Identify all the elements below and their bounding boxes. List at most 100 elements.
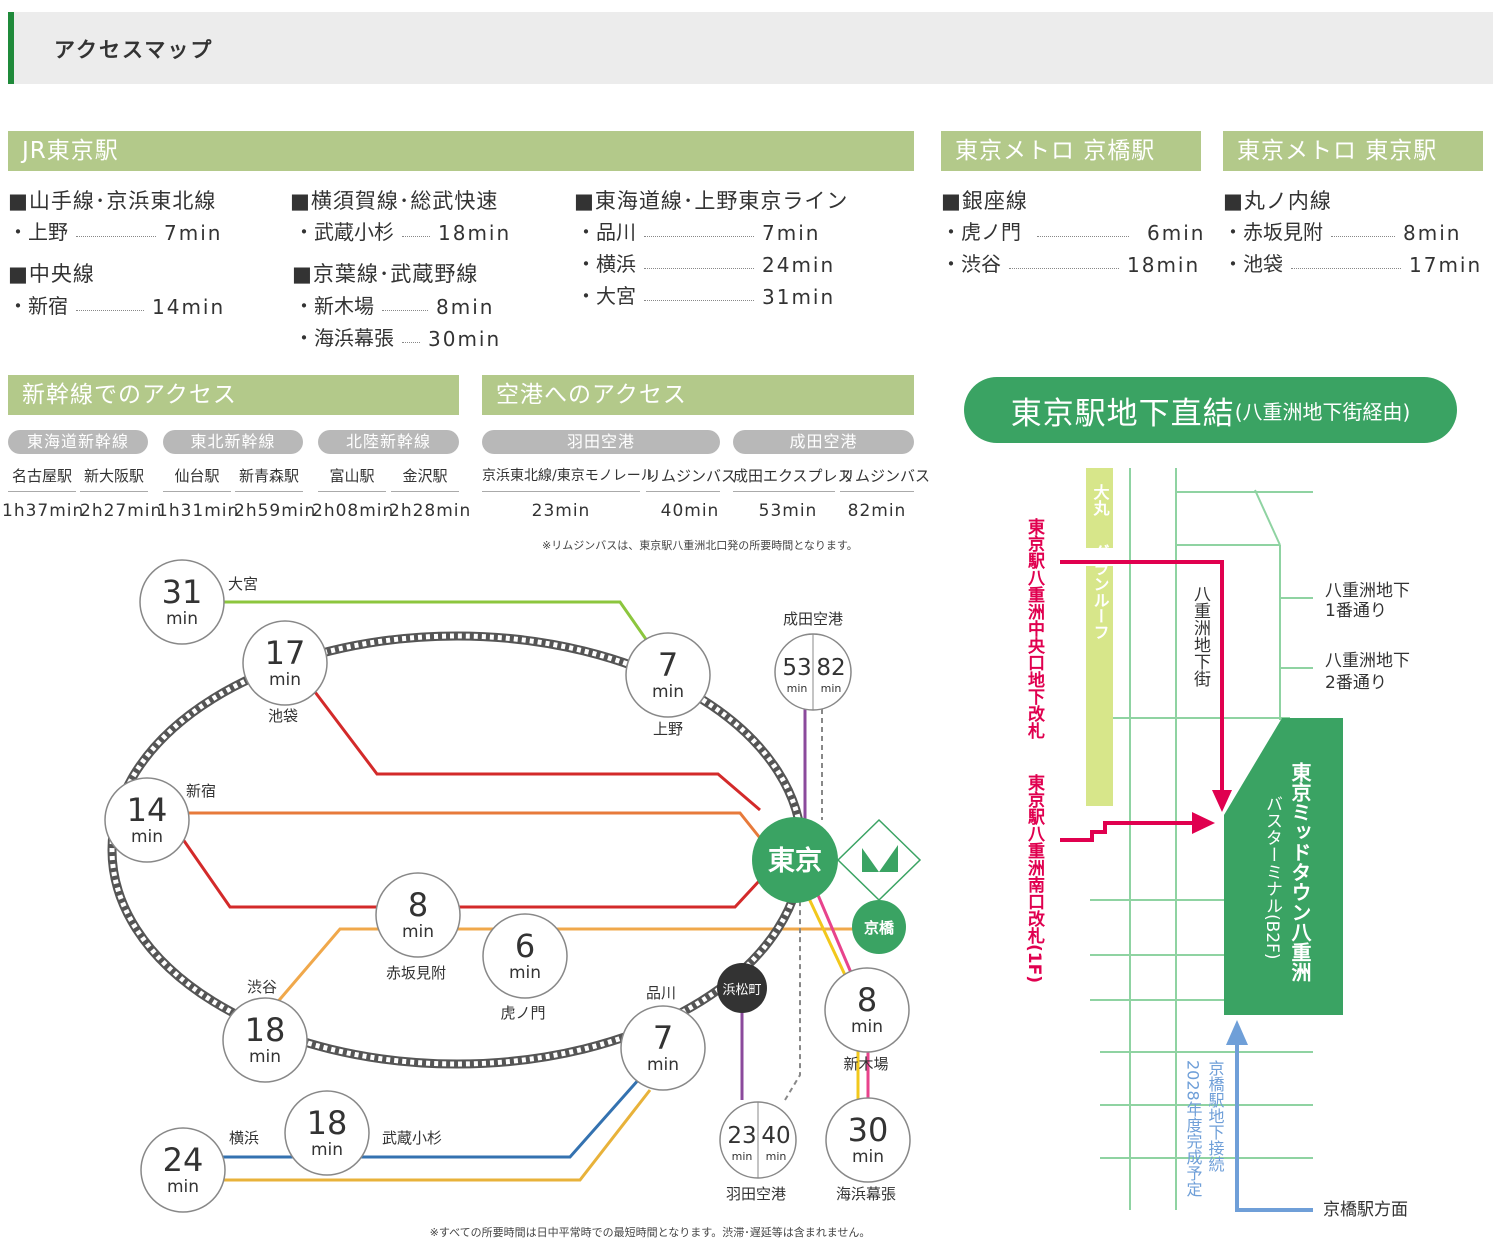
daimaru-block bbox=[1086, 468, 1113, 548]
svg-text:7: 7 bbox=[658, 646, 678, 684]
station-label: ・池袋 bbox=[1223, 252, 1283, 276]
limousine-note: ※リムジンバスは、東京駅八重洲北口発の所要時間となります。 bbox=[542, 539, 858, 552]
leader-dots bbox=[76, 310, 144, 311]
arrow-down-icon bbox=[1212, 790, 1232, 812]
svg-text:24: 24 bbox=[163, 1141, 204, 1179]
line-yokosuka: ■横須賀線･総武快速 bbox=[290, 189, 499, 213]
node-kyobashi: 京橋 bbox=[852, 900, 906, 954]
dest-time: 40min bbox=[660, 501, 720, 521]
node-omiya: 31 min 大宮 bbox=[139, 559, 258, 645]
leader-dots bbox=[382, 310, 428, 311]
arrow-up-icon bbox=[1226, 1020, 1248, 1045]
node-narita: 成田空港 53 82 min min bbox=[774, 610, 852, 711]
svg-text:min: min bbox=[131, 827, 163, 847]
street-grid bbox=[1090, 468, 1313, 1210]
line-ginza: ■銀座線 bbox=[941, 189, 1028, 213]
svg-text:池袋: 池袋 bbox=[268, 707, 298, 725]
pill-narita: 成田空港 bbox=[733, 430, 914, 454]
node-haneda: 23 40 min min 羽田空港 bbox=[719, 1101, 797, 1203]
travel-time: 24min bbox=[762, 253, 836, 277]
station-label: ・新木場 bbox=[294, 294, 374, 318]
terminal-label: 東京ミッドタウン八重洲 bbox=[1288, 762, 1312, 982]
dest-time: 1h37min bbox=[2, 501, 85, 521]
svg-text:min: min bbox=[166, 609, 198, 629]
node-shinagawa: 7 min 品川 bbox=[620, 984, 706, 1091]
travel-time: 14min bbox=[152, 295, 226, 319]
svg-text:羽田空港: 羽田空港 bbox=[726, 1185, 786, 1203]
travel-time: 18min bbox=[1127, 253, 1201, 277]
node-toranomon: 6 min 虎ノ門 bbox=[482, 913, 568, 1022]
node-shinjuku: 14 min 新宿 bbox=[104, 777, 216, 863]
svg-text:min: min bbox=[821, 682, 842, 695]
dest-station: 新大阪駅 bbox=[80, 465, 148, 492]
node-akasaka: 8 min 赤坂見附 bbox=[375, 872, 461, 982]
line-marunouchi: ■丸ノ内線 bbox=[1223, 189, 1332, 213]
node-tokyo-center: 東京 bbox=[752, 817, 838, 903]
leader-dots bbox=[402, 342, 420, 343]
leader-dots bbox=[1009, 268, 1119, 269]
svg-text:17: 17 bbox=[265, 634, 306, 672]
line-ginza bbox=[273, 927, 860, 1006]
svg-text:横浜: 横浜 bbox=[229, 1129, 259, 1147]
daimaru-label: 大丸 bbox=[1091, 483, 1111, 517]
svg-text:min: min bbox=[852, 1147, 884, 1167]
leader-dots bbox=[76, 236, 156, 237]
travel-time: 7min bbox=[762, 221, 821, 245]
svg-text:京橋: 京橋 bbox=[864, 919, 895, 937]
route-kyobashi bbox=[1235, 1038, 1313, 1212]
line-musashino-pink bbox=[813, 887, 854, 976]
leader-dots bbox=[1331, 236, 1395, 237]
arrow-right-icon bbox=[1192, 812, 1215, 834]
south-gate-label: 東京駅八重洲南口改札(1F) bbox=[1024, 773, 1046, 983]
travel-time: 8min bbox=[1403, 221, 1462, 245]
svg-text:min: min bbox=[269, 670, 301, 690]
svg-text:82: 82 bbox=[816, 655, 845, 681]
pill-tohoku-shinkansen: 東北新幹線 bbox=[163, 430, 303, 454]
svg-text:虎ノ門: 虎ノ門 bbox=[500, 1004, 545, 1022]
svg-text:新宿: 新宿 bbox=[186, 782, 216, 800]
underground-map: 大丸 グランルーフ 八重洲地下街 八重洲地下 1番通り 八重洲地下 2番通り 東… bbox=[1024, 468, 1410, 1220]
header-accent bbox=[8, 12, 14, 84]
station-label: ・虎ノ門 bbox=[941, 220, 1021, 244]
dest-time: 2h59min bbox=[234, 501, 317, 521]
pill-haneda: 羽田空港 bbox=[482, 430, 720, 454]
svg-text:東京: 東京 bbox=[768, 845, 822, 877]
map-footnote: ※すべての所要時間は日中平常時での最短時間となります。渋滞･遅延等は含まれません… bbox=[430, 1225, 871, 1239]
svg-text:30: 30 bbox=[848, 1111, 889, 1149]
line-tokaido: ■東海道線･上野東京ライン bbox=[574, 189, 849, 213]
leader-dots bbox=[402, 236, 430, 237]
direct-title-sub: (八重洲地下街経由) bbox=[1234, 399, 1411, 424]
dest-time: 53min bbox=[758, 501, 818, 521]
line-haneda-bus bbox=[784, 895, 801, 1101]
svg-text:min: min bbox=[851, 1017, 883, 1037]
svg-text:8: 8 bbox=[408, 886, 428, 924]
dest-station: 名古屋駅 bbox=[8, 465, 76, 492]
line-keiyo-yellow bbox=[803, 889, 847, 976]
svg-text:min: min bbox=[167, 1177, 199, 1197]
leader-dots bbox=[1037, 236, 1129, 237]
svg-text:min: min bbox=[647, 1055, 679, 1075]
page-title: アクセスマップ bbox=[54, 38, 214, 62]
svg-text:min: min bbox=[652, 682, 684, 702]
node-yokohama: 24 min 横浜 bbox=[140, 1127, 259, 1213]
leader-dots bbox=[1291, 268, 1401, 269]
dest-station: 新青森駅 bbox=[235, 465, 303, 492]
yaesu-chikagai-label: 八重洲地下街 bbox=[1190, 585, 1211, 687]
route-map: 31 min 大宮 17 min 池袋 7 min 上野 14 min 新宿 8… bbox=[104, 559, 922, 1239]
metro-kyobashi-title: 東京メトロ 京橋駅 bbox=[941, 131, 1201, 171]
terminal-building bbox=[1224, 718, 1343, 1015]
property-marker-icon bbox=[836, 818, 922, 902]
svg-text:武蔵小杉: 武蔵小杉 bbox=[382, 1129, 442, 1147]
svg-text:18: 18 bbox=[245, 1011, 286, 1049]
travel-time: 31min bbox=[762, 285, 836, 309]
station-label: ・上野 bbox=[8, 220, 68, 244]
street2-line2: 2番通り bbox=[1325, 673, 1387, 693]
kyobashi-link-label: 京橋駅地下接続 bbox=[1206, 1060, 1225, 1172]
